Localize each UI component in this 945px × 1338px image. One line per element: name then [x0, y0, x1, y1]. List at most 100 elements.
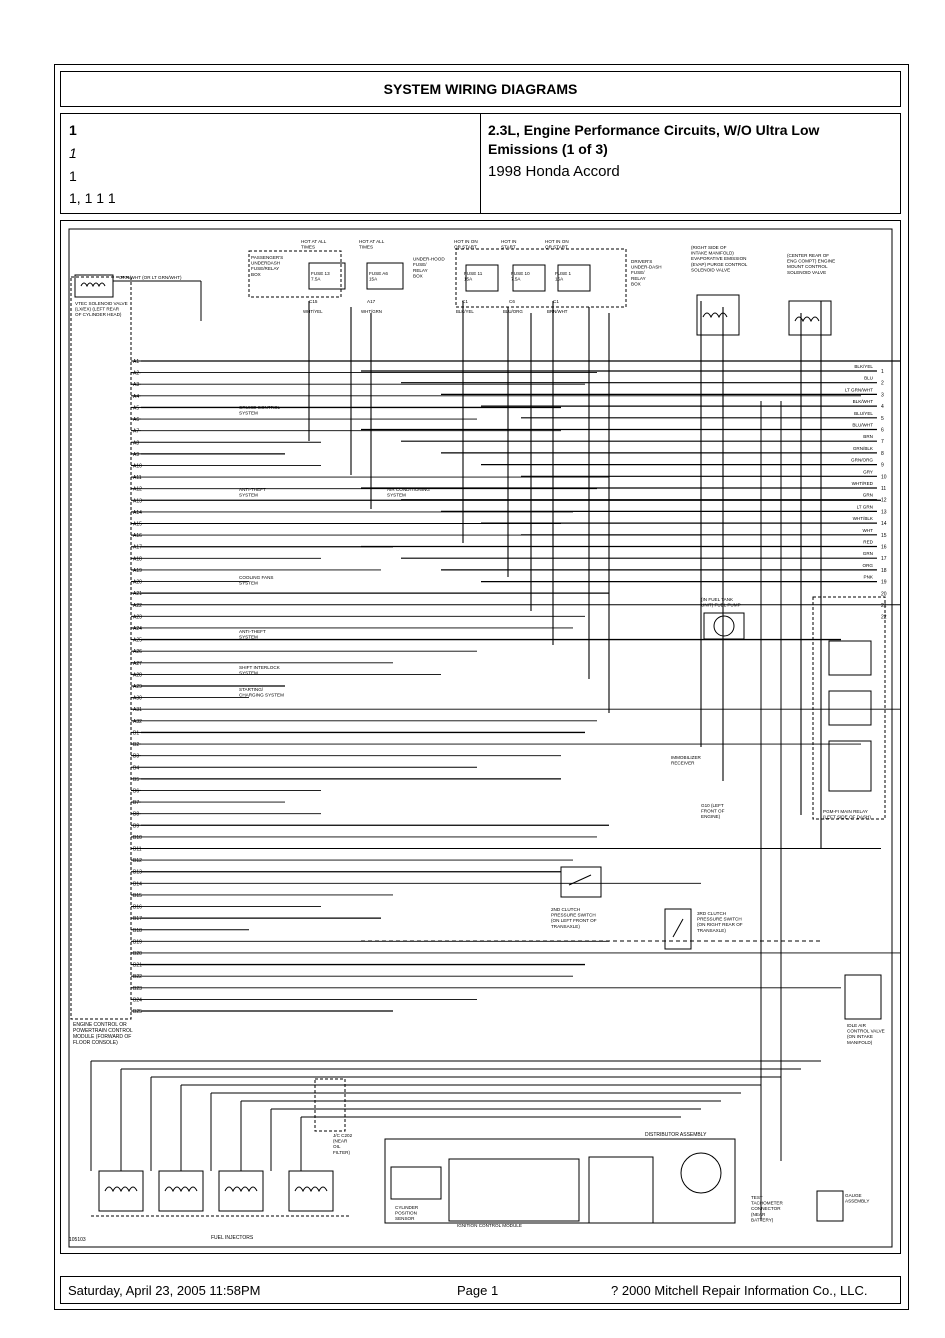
fuse-a6-box — [366, 262, 404, 290]
ecm-pin-label: B24 — [133, 997, 142, 1003]
ecm-pin-label: B25 — [133, 1009, 142, 1015]
ecm-pin-label: A22 — [133, 603, 142, 609]
evap-label: SOLENOID VALVE — [691, 267, 730, 272]
tach-label: (NEAR — [751, 1212, 766, 1217]
clutch2-label: TRANSAXLE) — [551, 924, 580, 929]
fuse-terminal: C6 — [509, 299, 515, 304]
ecm-pin-label: A28 — [133, 672, 142, 678]
label-group: A1A2A3A4A5A6A7A8A9A10A11A12A13A14A15A16A… — [69, 239, 887, 1243]
vtec-wire-label: GRN/WHT (OR LT GRN/WHT) — [119, 275, 182, 280]
system-label: SYSTEM — [239, 411, 258, 416]
ecm-pin-label: A25 — [133, 638, 142, 644]
clutch2-switch-box — [560, 866, 602, 898]
ecm-pin-label: A14 — [133, 510, 142, 516]
ecm-pin-label: B4 — [133, 765, 139, 771]
g10-label: ENGINE) — [701, 814, 721, 819]
clutch2-label: (ON LEFT FRONT OF — [551, 918, 597, 923]
right-wire-number: 6 — [881, 428, 884, 434]
fuse-1-box — [557, 264, 591, 292]
fuel-pump-box — [703, 612, 745, 640]
ecm-pin-label: A21 — [133, 591, 142, 597]
gauge-label: ASSEMBLY — [845, 1199, 869, 1204]
ecm-pin-label: A15 — [133, 522, 142, 528]
ecm-pin-label: B15 — [133, 893, 142, 899]
fuel-injector-box — [98, 1170, 144, 1212]
injector-coil-icon — [104, 1186, 138, 1193]
clutch3-label: (ON RIGHT REAR OF — [697, 922, 743, 927]
gauge-box — [816, 1190, 844, 1222]
iac-label: MANIFOLD) — [847, 1040, 873, 1045]
fuel-injector-box — [218, 1170, 264, 1212]
ecm-pin-label: A11 — [133, 475, 142, 481]
fuel-pump-label: UNIT) FUEL PUMP — [701, 603, 741, 608]
mount-label: SOLENOID VALVE — [787, 270, 826, 275]
c202-junction — [314, 1078, 346, 1132]
footer: Saturday, April 23, 2005 11:58PM Page 1 … — [60, 1276, 901, 1304]
ecm-pin-label: A17 — [133, 545, 142, 551]
fuse-box-right-label: DRIVER'S — [631, 259, 652, 264]
right-wire-color: LT GRN — [857, 504, 873, 509]
ecm-pin-label: A30 — [133, 696, 142, 702]
ecm-pin-label: A26 — [133, 649, 142, 655]
header-left-line-3: 1 — [69, 168, 77, 184]
right-wire-number: 20 — [881, 591, 887, 597]
cyp-sensor-box — [390, 1166, 442, 1200]
system-label: SYSTEM — [387, 493, 406, 498]
fuel-pump-icon — [713, 615, 735, 637]
system-label: CHARGING SYSTEM — [239, 693, 284, 698]
ecm-label: MODULE (FORWARD OF — [73, 1034, 131, 1040]
ecm-pin-label: B14 — [133, 881, 142, 887]
footer-datetime: Saturday, April 23, 2005 11:58PM — [68, 1283, 261, 1298]
ecm-pin-label: B7 — [133, 800, 139, 806]
fuse-label: 15A — [555, 277, 564, 282]
ecm-pin-label: A3 — [133, 382, 139, 388]
fuse-box-right-label: UNDER-DASH — [631, 265, 662, 270]
fuse-caption: START — [501, 245, 516, 250]
system-label: AIR CONDITIONING — [387, 487, 430, 492]
mount-label: (CENTER REAR OF — [787, 253, 829, 258]
right-wire-color: BLU/YEL — [854, 411, 873, 416]
system-label: SYSTEM — [239, 581, 258, 586]
tach-label: CONNECTOR — [751, 1206, 781, 1211]
fuse-wire-color: BLU/ORG — [503, 309, 523, 314]
system-label: SYSTEM — [239, 671, 258, 676]
relay-coil-1 — [828, 640, 872, 676]
fuse-box-left-label: PASSENGER'S — [251, 255, 283, 260]
fuse-label: 15A — [464, 277, 473, 282]
ecm-pin-label: B23 — [133, 986, 142, 992]
system-label: ANTI-THEFT — [239, 487, 266, 492]
fuse-label: 15A — [369, 277, 378, 282]
fuse-13-box — [308, 262, 346, 290]
right-wire-color: BLK/YEL — [854, 364, 873, 369]
right-wire-number: 13 — [881, 509, 887, 515]
clutch3-label: PRESSURE SWITCH — [697, 917, 742, 922]
right-wire-color: BRN — [863, 434, 873, 439]
right-wire-color: WHT — [863, 528, 874, 533]
iac-label: CONTROL VALVE — [847, 1029, 885, 1034]
distributor-assembly-box — [384, 1138, 736, 1224]
fuse-wire-color: BRN/WHT — [547, 309, 568, 314]
ecm-box — [70, 276, 132, 1020]
ecm-pin-label: B2 — [133, 742, 139, 748]
right-wire-color: PNK — [864, 575, 874, 580]
c202-label: J/C C202 — [333, 1133, 353, 1138]
figure-id: 105103 — [69, 1237, 86, 1243]
fuse-caption: OR START — [545, 245, 568, 250]
gauge-label: GAUGE — [845, 1193, 862, 1198]
g10-label: G10 (LEFT — [701, 803, 724, 808]
right-wire-color: RED — [863, 540, 873, 545]
right-wire-color: ORG — [863, 563, 874, 568]
tach-label: TEST — [751, 1195, 763, 1200]
ecm-pin-label: A4 — [133, 394, 139, 400]
ecm-pin-label: A10 — [133, 463, 142, 469]
ecm-pin-label: A24 — [133, 626, 142, 632]
ignition-control-module-box — [448, 1158, 580, 1222]
relay-diode — [828, 690, 872, 726]
icm-label: IGNITION CONTROL MODULE — [457, 1223, 522, 1228]
vtec-coil-icon — [80, 282, 106, 288]
fuel-injector-box — [288, 1170, 334, 1212]
fuse-label: 7.5A — [511, 277, 521, 282]
clutch3-switch-box — [664, 908, 692, 950]
ecm-pin-label: A12 — [133, 487, 142, 493]
